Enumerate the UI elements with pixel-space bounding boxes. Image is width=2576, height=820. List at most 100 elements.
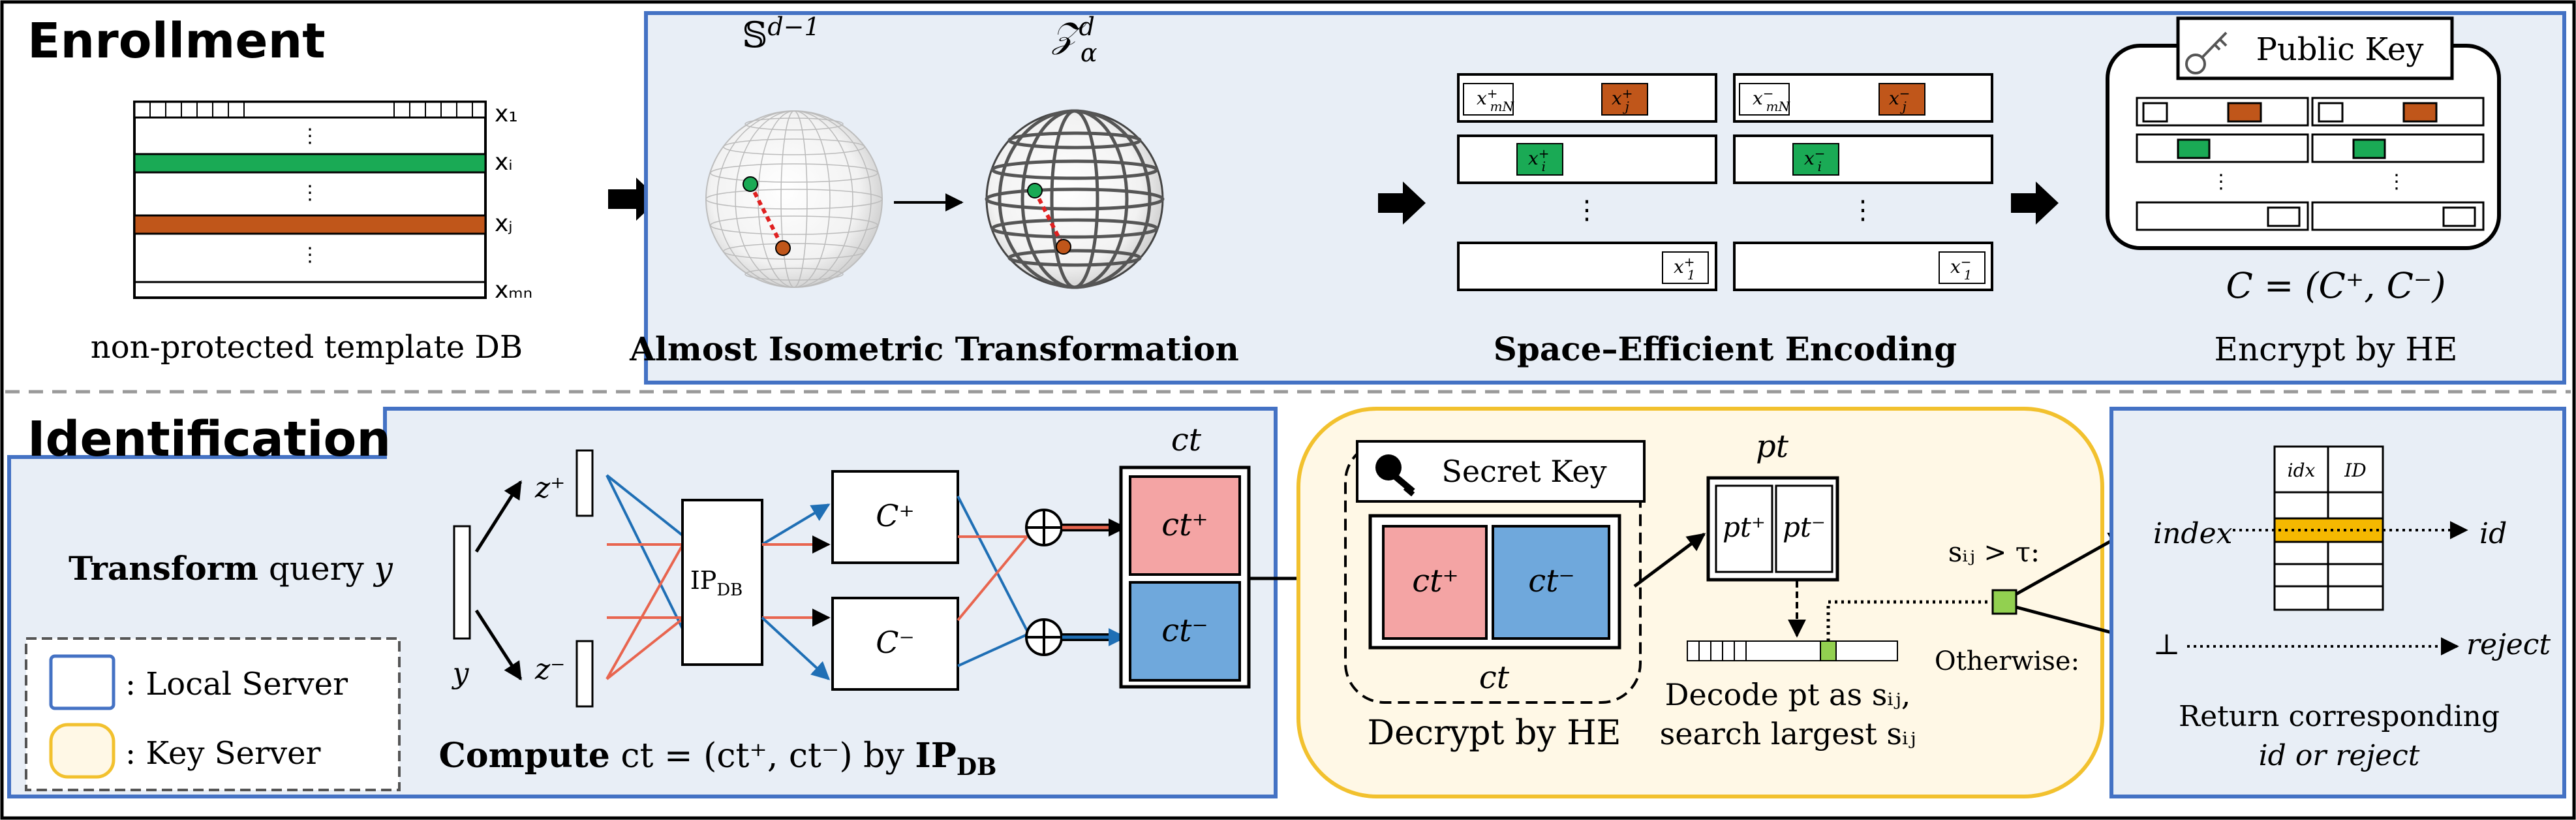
- svg-text:⋮: ⋮: [1574, 195, 1600, 225]
- otherwise-label: Otherwise:: [1935, 646, 2079, 676]
- encrypted-db-dots: ⋮⋮: [2211, 170, 2406, 193]
- sphere-left-sup: d−1: [767, 12, 820, 41]
- ipdb-output-lines: [761, 503, 831, 680]
- transformation-caption: Almost Isometric Transformation: [629, 330, 1239, 368]
- ct-minus-label: ct⁻: [1161, 612, 1208, 649]
- reject-label: reject: [2466, 628, 2551, 661]
- public-key-label-box: [2176, 16, 2454, 80]
- cell-xj-plus: x+j: [1612, 86, 1633, 114]
- score-to-decision-line: [1826, 600, 1991, 641]
- cell-x1-minus: x−1: [1950, 254, 1972, 283]
- ipdb-input-lines: [606, 474, 684, 680]
- result-caption-2: id or reject: [2259, 739, 2420, 772]
- sphere-right-sub: α: [1081, 39, 1097, 67]
- svg-text:⋮: ⋮: [300, 244, 320, 266]
- ct-plus-label: ct⁺: [1161, 507, 1208, 543]
- secret-key-icon: [1375, 454, 1415, 497]
- encoding-plus: ⋮: [1457, 73, 1717, 291]
- arrow-to-zplus: [474, 480, 523, 553]
- decrypt-ct-label: ct: [1479, 659, 1510, 696]
- svg-text:⋮: ⋮: [2387, 170, 2406, 193]
- cell-xi-plus: x+i: [1528, 146, 1550, 174]
- index-label: index: [2153, 517, 2233, 550]
- key-server-region: [1296, 407, 2104, 798]
- db-row-xj: xⱼ: [495, 210, 513, 237]
- pt-minus-label: pt⁻: [1783, 511, 1826, 543]
- decrypt-ct-minus: [1492, 525, 1610, 640]
- encrypt-caption: Encrypt by HE: [2214, 330, 2457, 368]
- zplus-vector: [575, 449, 594, 517]
- ipdb-box: [681, 499, 763, 666]
- compute-caption: Compute ct = (ct⁺, ct⁻) by IPDB: [439, 736, 997, 781]
- score-array: [1687, 640, 1898, 661]
- sum-nodes: [1025, 509, 1063, 656]
- decode-caption-1: Decode pt as sᵢⱼ,: [1665, 677, 1911, 712]
- cell-xmn-plus: x+mN: [1477, 86, 1515, 114]
- sphere-right-sup: d: [1079, 12, 1095, 41]
- c-minus-box: [831, 597, 959, 691]
- zplus-label: z⁺: [534, 471, 565, 505]
- c-minus-label: C⁻: [876, 625, 914, 660]
- c-plus-label: C⁺: [876, 498, 914, 533]
- secret-key-label-box: [1356, 440, 1646, 503]
- decision-node: [1991, 589, 2017, 615]
- cell-xi-minus: x−i: [1804, 146, 1826, 174]
- key-icon: [2185, 31, 2228, 74]
- secret-key-label: Secret Key: [1441, 454, 1606, 489]
- pt-label: pt: [1756, 428, 1789, 465]
- decrypt-ct-minus-label: ct⁻: [1528, 563, 1575, 599]
- zminus-label: z⁻: [534, 653, 565, 686]
- pt-minus-box: [1775, 484, 1833, 573]
- legend-local-swatch: [49, 654, 115, 710]
- svg-text:⋮: ⋮: [300, 181, 320, 204]
- db-caption: non-protected template DB: [91, 329, 523, 366]
- ciphertext-formula: C = (C⁺, C⁻): [2226, 265, 2446, 306]
- threshold-condition: sᵢⱼ > τ:: [1948, 536, 2040, 568]
- encrypted-db: [2136, 97, 2485, 231]
- identification-title: Identification: [27, 411, 391, 467]
- decision-to-index-arrow: [2015, 531, 2128, 596]
- ct-minus-box: [1129, 581, 1241, 682]
- ipdb-label: IPDB: [690, 566, 743, 600]
- legend-local-label: : Local Server: [125, 666, 348, 702]
- sphere-left-symbol: 𝕊: [742, 14, 767, 55]
- query-vector: [453, 525, 471, 640]
- pt-plus-label: pt⁺: [1723, 511, 1766, 543]
- db-row-xi: xᵢ: [495, 149, 513, 176]
- svg-text:⋮: ⋮: [300, 125, 320, 148]
- sphere-unit: [705, 110, 883, 288]
- table-col-id: ID: [2344, 460, 2367, 481]
- decrypt-ct-plus: [1382, 525, 1488, 640]
- ct-top-label: ct: [1171, 422, 1202, 458]
- zminus-vector: [575, 640, 594, 708]
- id-label: id: [2479, 517, 2507, 550]
- enroll-arrow-3: [2011, 181, 2059, 225]
- db-row-x1: x₁: [495, 101, 518, 127]
- legend-key-swatch: [49, 723, 115, 779]
- decrypt-to-pt-arrow: [1633, 532, 1706, 588]
- decode-caption-2: search largest sᵢⱼ: [1660, 716, 1916, 751]
- result-caption-1: Return corresponding: [2179, 700, 2500, 733]
- enrollment-title: Enrollment: [27, 13, 326, 69]
- cell-xmn-minus: x−mN: [1753, 86, 1791, 114]
- encoding-caption: Space–Efficient Encoding: [1494, 330, 1957, 368]
- decrypt-ct-plus-label: ct⁺: [1412, 563, 1459, 599]
- arrow-to-zminus: [474, 609, 523, 681]
- db-row-xmn: xₘₙ: [495, 277, 532, 304]
- decrypt-caption: Decrypt by HE: [1367, 714, 1621, 753]
- legend-key-label: : Key Server: [125, 735, 321, 772]
- svg-text:⋮: ⋮: [1850, 195, 1876, 225]
- sphere-left-label: 𝕊d−1: [742, 12, 820, 55]
- pt-plus-box: [1715, 484, 1773, 573]
- cell-xj-minus: x−j: [1889, 86, 1910, 114]
- svg-text:⋮: ⋮: [2211, 170, 2231, 193]
- enroll-arrow-2: [1378, 181, 1426, 225]
- table-col-idx: idx: [2288, 460, 2316, 481]
- c-to-sum-lines: [957, 496, 1028, 667]
- encoding-minus: ⋮: [1733, 73, 1993, 291]
- ct-plus-box: [1129, 475, 1241, 576]
- decrypt-dashed-box: [1344, 441, 1642, 704]
